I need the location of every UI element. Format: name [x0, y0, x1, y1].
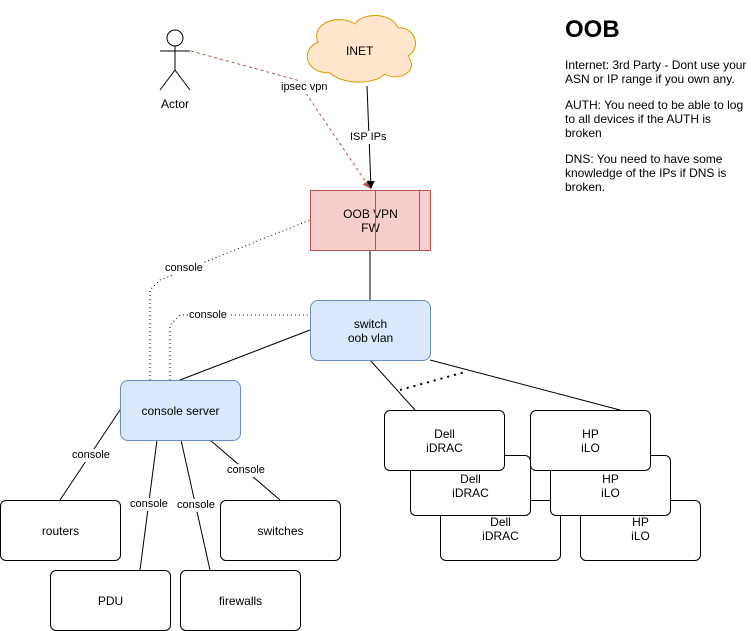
switch-node[interactable]: switch oob vlan	[310, 300, 431, 361]
edge-label-console-switch: console	[188, 309, 228, 322]
edge-ipsec-vpn	[190, 50, 371, 189]
edge-more-servers	[399, 371, 466, 391]
note-dns: DNS: You need to have some knowledge of …	[565, 152, 727, 194]
dell-idrac-label-3: Dell iDRAC	[482, 515, 519, 543]
cloud-icon	[306, 15, 416, 83]
edge-label-ipsec: ipsec vpn	[280, 81, 329, 94]
edge-label-isp: ISP IPs	[349, 131, 388, 144]
firewall-left-bar	[365, 191, 376, 250]
switch-label: switch oob vlan	[347, 316, 394, 345]
actor-label: Actor	[161, 97, 190, 111]
firewall-node[interactable]: OOB VPN FW	[310, 190, 431, 251]
firewall-right-bar	[419, 191, 430, 250]
firewalls-node[interactable]: firewalls	[180, 570, 301, 631]
switches-label: switches	[257, 523, 304, 538]
edge-label-console-firewalls: console	[176, 499, 216, 512]
note-auth: AUTH: You need to be able to log to all …	[565, 98, 744, 140]
switches-node[interactable]: switches	[220, 500, 341, 561]
hp-ilo-label-3: HP iLO	[631, 515, 650, 543]
edge-switch-hp	[429, 359, 621, 411]
pdu-label: PDU	[97, 593, 124, 608]
pdu-node[interactable]: PDU	[50, 570, 171, 631]
hp-ilo-label-2: HP iLO	[601, 472, 620, 500]
dell-idrac-label-1: Dell iDRAC	[426, 426, 463, 455]
routers-label: routers	[41, 523, 80, 538]
edge-label-console-routers: console	[71, 449, 111, 462]
page-title: OOB	[565, 16, 620, 43]
routers-node[interactable]: routers	[0, 500, 121, 561]
console-server-node[interactable]: console server	[120, 380, 241, 441]
edge-label-console-fw: console	[164, 262, 204, 275]
edge-label-console-pdu: console	[129, 498, 169, 511]
person-icon	[159, 29, 191, 91]
note-internet: Internet: 3rd Party - Dont use your ASN …	[565, 58, 747, 86]
notes-panel: OOB Internet: 3rd Party - Dont use your …	[565, 16, 751, 206]
edge-switch-dell	[369, 359, 416, 411]
firewalls-label: firewalls	[218, 593, 263, 608]
edge-label-console-switches: console	[226, 464, 266, 477]
console-server-label: console server	[141, 403, 220, 418]
hp-ilo-node-1[interactable]: HP iLO	[530, 410, 651, 471]
edge-switch-console-server	[179, 329, 311, 381]
hp-ilo-label-1: HP iLO	[581, 426, 600, 455]
dell-idrac-label-2: Dell iDRAC	[452, 472, 489, 500]
edge-console-fw	[149, 219, 311, 380]
edge-console-switch	[169, 314, 310, 380]
cloud-label: INET	[346, 44, 374, 58]
dell-idrac-node-1[interactable]: Dell iDRAC	[384, 410, 505, 471]
